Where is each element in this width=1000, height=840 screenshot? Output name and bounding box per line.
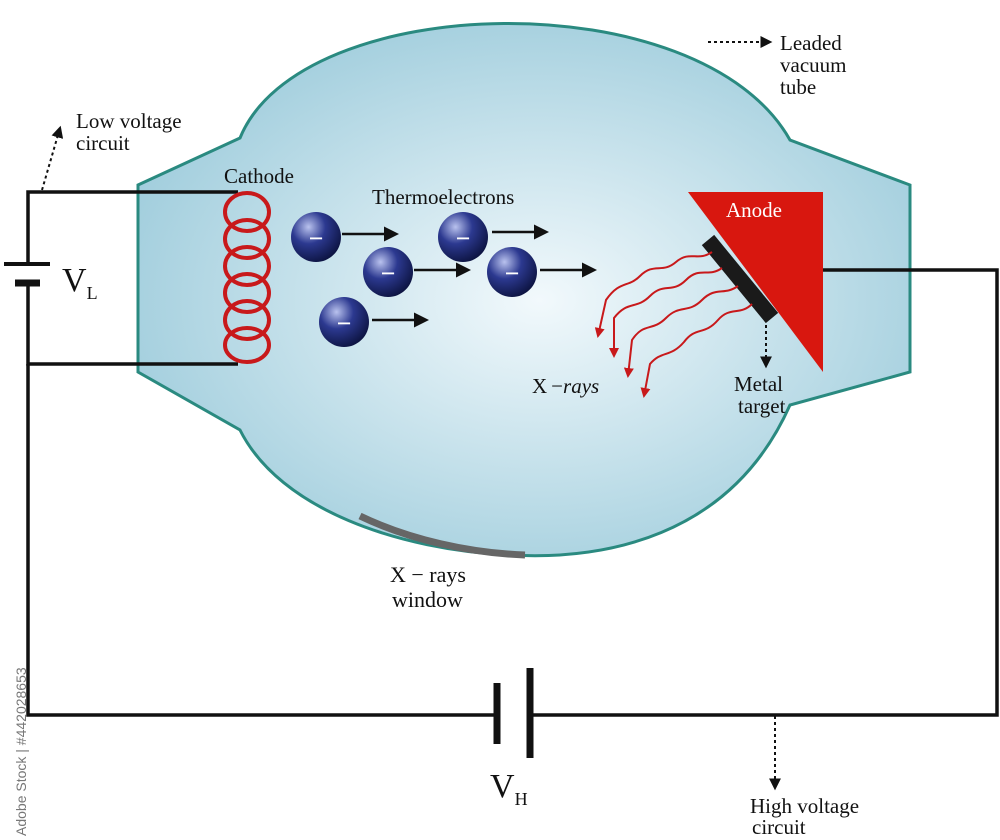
- electron-3: −: [438, 212, 488, 262]
- xrays-window-label: X − rays window: [390, 562, 471, 612]
- leaded-vacuum-tube-label: Leaded vacuum tube: [780, 31, 852, 99]
- cathode-coil: [223, 191, 271, 364]
- low-voltage-label: Low voltage circuit: [76, 109, 187, 155]
- metal-target-label: Metal target: [734, 372, 788, 418]
- electron-2: −: [363, 247, 413, 297]
- metal-target: [701, 234, 779, 324]
- electron-sign: −: [456, 224, 471, 253]
- electron-sign: −: [309, 224, 324, 253]
- xrays-window-strip: [358, 512, 526, 559]
- electron-arrows: [342, 224, 597, 328]
- thermoelectrons-label: Thermoelectrons: [372, 185, 514, 209]
- electron-sign: −: [505, 259, 520, 288]
- electron-sign: −: [381, 259, 396, 288]
- high-voltage-circuit-wires: [26, 268, 999, 717]
- pointer-arrows: [41, 36, 781, 791]
- electron-1: −: [291, 212, 341, 262]
- high-voltage-label: High voltage circuit: [750, 794, 864, 839]
- vl-label: VL: [62, 262, 98, 303]
- vh-label: VH: [490, 768, 528, 809]
- electron-4: −: [487, 247, 537, 297]
- xray-waves: [594, 251, 753, 398]
- stock-credit: Adobe Stock | #442028653: [13, 667, 29, 836]
- xrays-label: X−rays: [532, 374, 599, 398]
- high-voltage-battery: [493, 668, 534, 758]
- electron-5: −: [319, 297, 369, 347]
- electron-sign: −: [337, 309, 352, 338]
- low-voltage-battery: [4, 262, 50, 287]
- cathode-label: Cathode: [224, 164, 294, 188]
- anode: [688, 192, 823, 372]
- anode-label: Anode: [726, 198, 782, 222]
